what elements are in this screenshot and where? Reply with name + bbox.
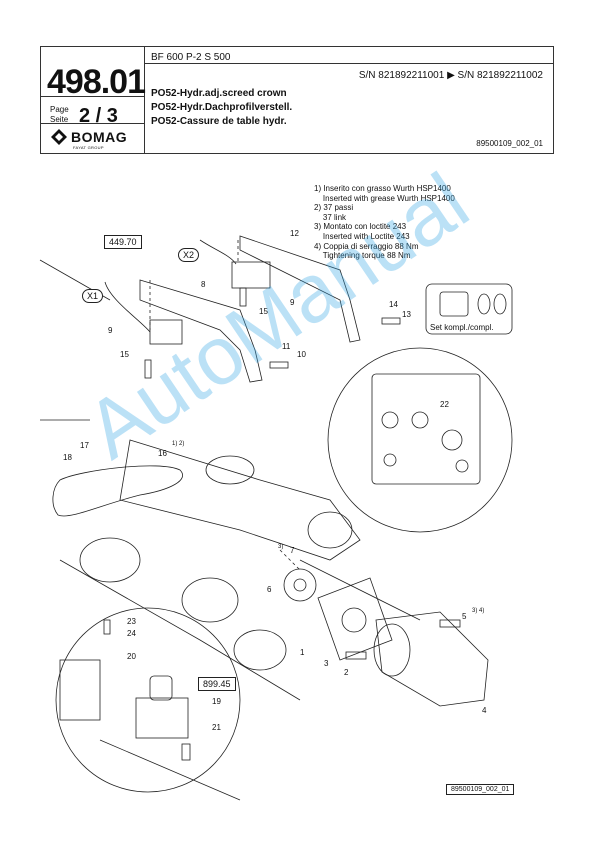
callout-15b: 15 [259, 307, 268, 316]
cable-x1 [104, 281, 151, 333]
seal-set-label: Set kompl./compl. [430, 323, 494, 332]
footer-reference: 89500109_002_01 [446, 784, 515, 795]
chain-16 [52, 465, 183, 517]
page-label: Page Seite [50, 105, 69, 124]
callout-9b: 9 [108, 326, 113, 335]
callout-note-3: 3) [278, 544, 284, 550]
callout-16: 16 [158, 449, 167, 458]
callout-24: 24 [127, 629, 136, 638]
title-de: PO52-Hydr.Dachprofilverstell. [151, 102, 293, 113]
bolt-21 [181, 743, 191, 761]
callout-14: 14 [389, 300, 398, 309]
callout-20: 20 [127, 652, 136, 661]
assembly-notes: 1) Inserito con grasso Wurth HSP1400 Ins… [314, 184, 455, 261]
logo-subtitle: FAYAT GROUP [73, 145, 104, 150]
callout-10: 10 [297, 350, 306, 359]
note-line: 4) Coppia di serraggio 88 Nm [314, 241, 419, 251]
connector-x1: X1 [82, 289, 104, 303]
bolt-10 [269, 361, 289, 369]
callout-3: 3 [324, 659, 329, 668]
title-fr: PO52-Cassure de table hydr. [151, 116, 287, 127]
model-name: BF 600 P-2 S 500 [151, 52, 231, 63]
detail-circle-valve [327, 347, 513, 533]
callout-1: 1 [300, 648, 305, 657]
linkage-assembly [119, 439, 361, 561]
bracket-12 [239, 235, 361, 343]
bomag-logo: BOMAG [51, 129, 127, 145]
sprocket-6 [283, 568, 317, 602]
callout-note-3-4: 3) 4) [472, 608, 485, 614]
callout-23: 23 [127, 617, 136, 626]
callout-11: 11 [282, 342, 291, 351]
callout-22: 22 [440, 400, 449, 409]
callout-15a: 15 [120, 350, 129, 359]
callout-7: 7 [290, 546, 295, 555]
page-number: 498.01 [47, 63, 146, 101]
callout-17: 17 [80, 441, 89, 450]
callout-note-1-2: 1) 2) [172, 441, 185, 447]
page-value: 2 / 3 [79, 105, 118, 127]
title-en: PO52-Hydr.adj.screed crown [151, 88, 287, 99]
sensor-9-upper [231, 261, 271, 289]
leader-lines [149, 240, 301, 571]
serial-range: S/N 821892211001 ▶ S/N 821892211002 [358, 70, 543, 81]
bolt-13 [381, 317, 401, 325]
callout-12: 12 [290, 229, 299, 238]
callout-6: 6 [267, 585, 272, 594]
bolt-15a [144, 359, 152, 379]
screw-23 [103, 619, 111, 635]
note-line: Tightening torque 88 Nm [314, 251, 411, 261]
bolt-2 [345, 651, 367, 660]
connector-x2: X2 [178, 248, 200, 262]
flange-plate [317, 577, 393, 661]
titles: PO52-Hydr.adj.screed crown PO52-Hydr.Dac… [151, 87, 292, 129]
logo-text: BOMAG [71, 129, 128, 145]
note-line: Inserted with grease Wurth HSP1400 [314, 193, 455, 203]
callout-9a: 9 [290, 298, 295, 307]
header-block: 498.01 Page Seite 2 / 3 BOMAG FAYAT GROU… [40, 46, 554, 154]
callout-4: 4 [482, 706, 487, 715]
callout-8: 8 [201, 280, 206, 289]
note-line: 3) Montato con loctite 243 [314, 222, 407, 232]
document-reference: 89500109_002_01 [476, 139, 543, 148]
callout-18: 18 [63, 453, 72, 462]
detail-circle-valve-block [55, 607, 241, 793]
ref-box-449: 449.70 [104, 235, 142, 249]
hydraulic-motor-4 [375, 611, 489, 707]
seal-set-box [425, 283, 513, 335]
callout-21: 21 [212, 723, 221, 732]
bolt-15b [239, 287, 247, 307]
callout-5: 5 [462, 612, 467, 621]
bolt-5 [439, 619, 461, 628]
frame-lines [39, 259, 421, 801]
ref-box-899: 899.45 [198, 677, 236, 691]
note-line: 2) 37 passi [314, 203, 354, 213]
cable-x2 [199, 239, 237, 265]
bracket-8 [139, 279, 263, 383]
note-line: Inserted with Loctite 243 [314, 231, 410, 241]
callout-2: 2 [344, 668, 349, 677]
callout-19: 19 [212, 697, 221, 706]
callout-13: 13 [402, 310, 411, 319]
bomag-logo-icon [51, 129, 67, 145]
note-line: 37 link [314, 212, 347, 222]
note-line: 1) Inserito con grasso Wurth HSP1400 [314, 184, 451, 193]
